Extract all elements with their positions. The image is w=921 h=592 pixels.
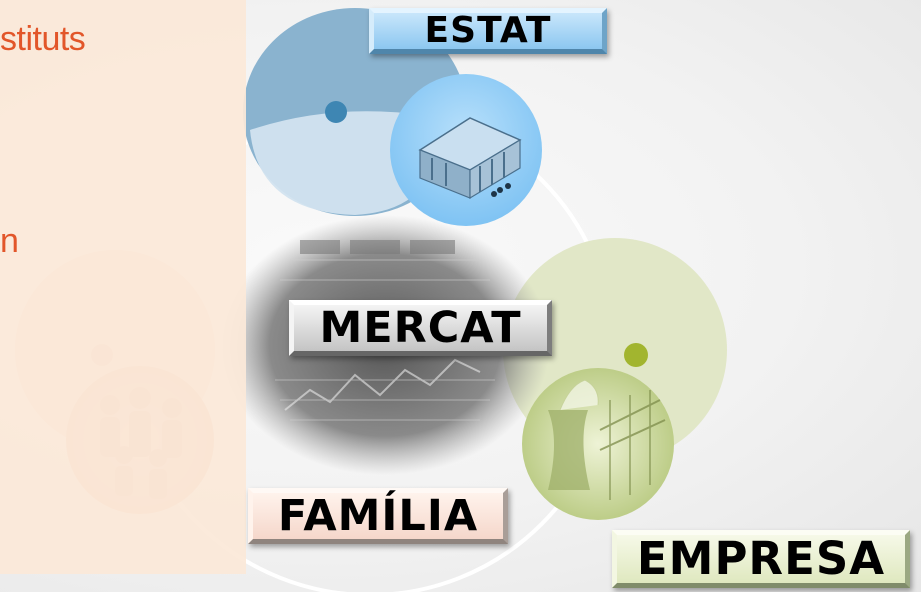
side-text-line-1: stituts [0, 20, 86, 58]
estat-node [243, 8, 542, 226]
side-text-line-2: n [0, 222, 19, 260]
empresa-dot [624, 343, 648, 367]
government-building-icon [418, 117, 522, 200]
estat-dot [325, 101, 347, 123]
empresa-node [503, 238, 727, 520]
estat-label: ESTAT [369, 8, 607, 54]
stock-market-board-image [275, 240, 495, 421]
empresa-label: EMPRESA [612, 530, 910, 588]
side-panel [0, 0, 246, 574]
familia-label: FAMÍLIA [248, 488, 508, 544]
factory-cooling-tower-icon [548, 379, 666, 500]
empresa-image-circle [522, 368, 674, 520]
mercat-label: MERCAT [289, 300, 552, 356]
